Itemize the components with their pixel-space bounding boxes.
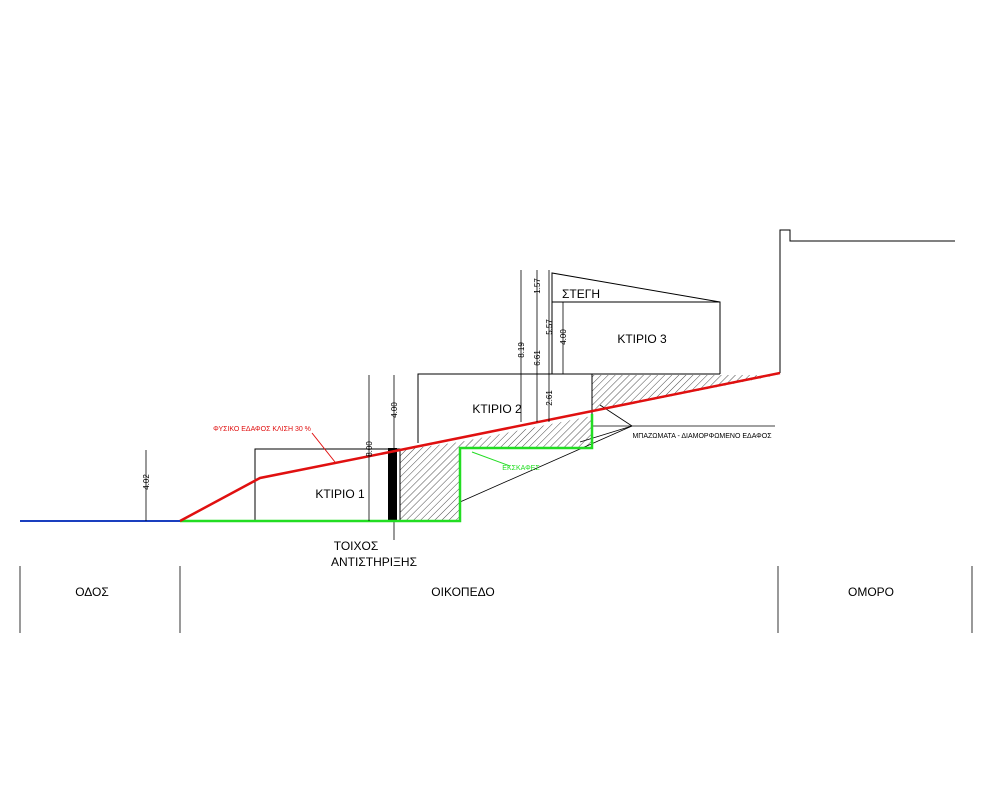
dimension-label-5-57: 5.57 [545,319,554,335]
roof-label: ΣΤΕΓΗ [562,287,600,301]
zone-label-plot: ΟΙΚΟΠΕΔΟ [431,585,494,599]
zone-label-road: ΟΔΟΣ [75,585,109,599]
fill-area-right [460,416,592,448]
building-1-label: ΚΤΙΡΙΟ 1 [315,487,365,501]
dimension-label-2-61: 2.61 [545,390,554,406]
fill-label: ΜΠΑΖΩΜΑΤΑ - ΔΙΑΜΟΡΦΩΜΕΝΟ ΕΔΑΦΟΣ [632,433,772,440]
retaining-wall-label-line2: ΑΝΤΙΣΤΗΡΙΞΗΣ [331,555,417,569]
natural-ground-label: ΦΥΣΙΚΟ ΕΔΑΦΟΣ ΚΛΙΣΗ 30 % [213,426,311,433]
dimension-label-8-19: 8.19 [517,342,526,358]
fill-leader-2 [579,425,633,443]
dimension-label-8-00: 8.00 [365,441,374,457]
natural-ground-leader [311,432,336,463]
dimension-label-6-61: 6.61 [533,350,542,366]
building-1-outline [254,448,401,522]
dimension-label-4-00-b3: 4.00 [559,329,568,345]
roof-outline [551,272,721,303]
building-3-label: ΚΤΙΡΙΟ 3 [617,332,667,346]
excavation-label: ΕΚΣΚΑΦΕΣ [502,465,540,472]
dimension-label-1-57: 1.57 [533,278,542,294]
neighbor-building-outline [779,229,955,373]
building-3-outline [551,301,721,374]
excavation-leader [471,451,511,467]
building-2-label: ΚΤΙΡΙΟ 2 [472,402,522,416]
natural-ground-line [179,371,781,523]
dimension-label-4-02: 4.02 [142,474,151,490]
building-2-outline [417,373,593,443]
dimension-lines [145,270,564,521]
fill-area-left [400,442,460,522]
dimension-label-4-00-b2: 4.00 [390,402,399,418]
zone-label-neighbor: ΟΜΟΡΟ [848,585,894,599]
retaining-wall [388,448,397,522]
excavation-line [180,414,594,523]
retaining-wall-label-line1: ΤΟΙΧΟΣ [334,539,379,553]
fill-leader-1 [459,425,633,503]
zone-separators [19,566,973,633]
